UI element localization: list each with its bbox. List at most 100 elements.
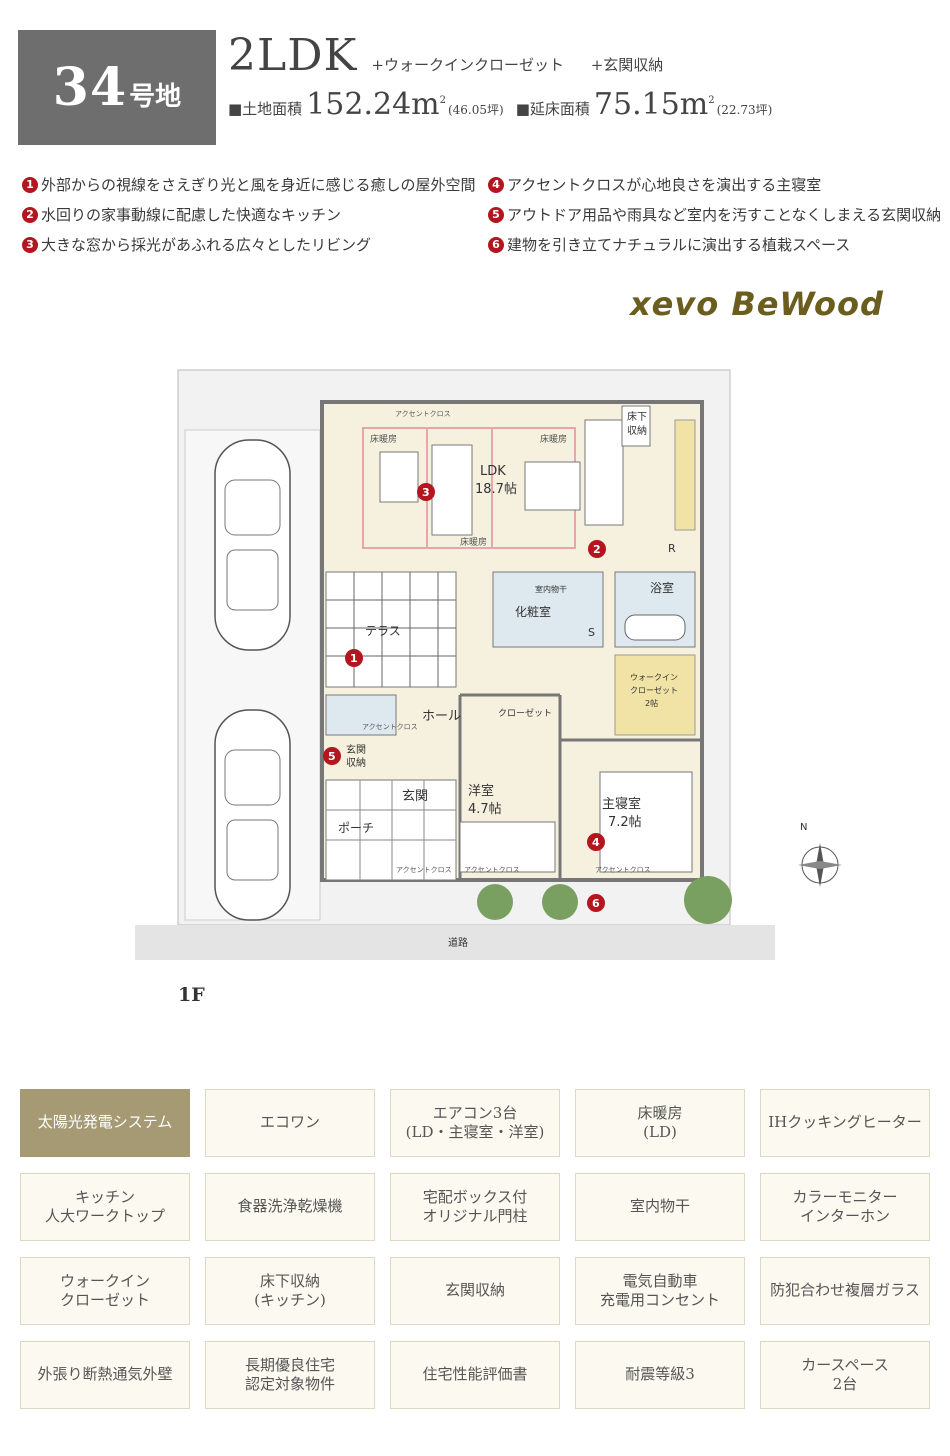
equipment-item: 食器洗浄乾燥機	[205, 1173, 375, 1241]
compass-icon	[798, 843, 842, 887]
label-north: N	[800, 822, 807, 833]
brand-logo: xevo BeWood	[630, 285, 884, 323]
equipment-item: 室内物干	[575, 1173, 745, 1241]
equipment-item: カースペース 2台	[760, 1341, 930, 1409]
equipment-item: エアコン3台 (LD・主寝室・洋室)	[390, 1089, 560, 1157]
label-floor-heating-2: 床暖房	[540, 433, 567, 445]
extra-wic: +ウォークインクローゼット	[371, 56, 564, 74]
label-vanity: 化粧室	[515, 604, 551, 619]
header-info: 2LDK +ウォークインクローゼット +玄関収納 ■土地面積 152.24m2 …	[228, 30, 928, 122]
lot-suffix: 号地	[129, 82, 182, 112]
label-s-mark: S	[588, 626, 595, 639]
road	[135, 925, 775, 960]
equipment-item: 床下収納 (キッチン)	[205, 1257, 375, 1325]
svg-text:5: 5	[328, 750, 336, 763]
equipment-item: 長期優良住宅 認定対象物件	[205, 1341, 375, 1409]
label-western-size: 4.7帖	[468, 802, 502, 817]
label-hall: ホール	[422, 709, 461, 724]
label-master: 主寝室	[602, 796, 641, 812]
car-icon	[214, 709, 291, 921]
label-wic: ウォークイン	[630, 673, 678, 682]
terrace-area	[325, 571, 457, 688]
label-floor-heating-3: 床暖房	[460, 536, 487, 548]
equipment-item: ウォークイン クローゼット	[20, 1257, 190, 1325]
label-bath: 浴室	[650, 580, 674, 595]
equipment-item: 耐震等級3	[575, 1341, 745, 1409]
feature-text: 外部からの視線をさえぎり光と風を身近に感じる癒しの屋外空間	[41, 176, 476, 194]
land-area-label: ■土地面積	[228, 100, 303, 118]
layout-extras: +ウォークインクローゼット +玄関収納	[371, 54, 685, 75]
label-western: 洋室	[468, 783, 494, 799]
label-accent-master: アクセントクロス	[595, 866, 651, 874]
label-ldk-size: 18.7帖	[475, 482, 517, 497]
equipment-item: エコワン	[205, 1089, 375, 1157]
label-closet: クローゼット	[498, 707, 552, 719]
feature-number-badge: 2	[22, 206, 38, 223]
plan-marker: 3	[417, 483, 435, 501]
label-accent-toilet: アクセントクロス	[362, 723, 418, 731]
equipment-item: 太陽光発電システム	[20, 1089, 190, 1157]
svg-text:2: 2	[593, 543, 601, 556]
feature-number-badge: 1	[22, 176, 38, 193]
land-area-tsubo: (46.05坪)	[447, 103, 504, 117]
label-road: 道路	[448, 936, 468, 949]
label-indoor-dry: 室内物干	[535, 584, 567, 594]
label-accent-entrance: アクセントクロス	[396, 866, 452, 874]
svg-text:6: 6	[592, 897, 600, 910]
svg-text:4: 4	[592, 836, 600, 849]
car-icon	[214, 439, 291, 651]
plan-marker: 4	[587, 833, 605, 851]
equipment-item: 宅配ボックス付 オリジナル門柱	[390, 1173, 560, 1241]
label-underfloor-2: 収納	[627, 424, 647, 437]
equipment-item: 防犯合わせ複層ガラス	[760, 1257, 930, 1325]
floor-label: 1F	[178, 984, 205, 1006]
svg-text:1: 1	[350, 652, 358, 665]
floor-area-value: 75.15m2	[593, 87, 715, 122]
equipment-item: 住宅性能評価書	[390, 1341, 560, 1409]
extra-entrance-storage: +玄関収納	[590, 56, 664, 74]
label-entrance: 玄関	[402, 789, 428, 804]
label-entrance-storage: 玄関	[346, 743, 366, 756]
label-wic-size: 2帖	[645, 698, 658, 708]
equipment-item: キッチン 人大ワークトップ	[20, 1173, 190, 1241]
land-area-value: 152.24m2	[306, 87, 446, 122]
lot-number-box: 34 号地	[18, 30, 216, 145]
feature-text: 建物を引き立てナチュラルに演出する植栽スペース	[507, 236, 851, 254]
label-ldk: LDK	[480, 464, 506, 479]
plan-marker: 5	[323, 747, 341, 765]
label-terrace: テラス	[365, 624, 401, 638]
equipment-item: カラーモニター インターホン	[760, 1173, 930, 1241]
feature-text: 水回りの家事動線に配慮した快適なキッチン	[41, 206, 342, 224]
floor-plan: LDK 18.7帖 床暖房 床暖房 床暖房 アクセントクロス 床下 収納 R 室…	[135, 369, 842, 960]
feature-text: アウトドア用品や雨具など室内を汚すことなくしまえる玄関収納	[507, 206, 942, 224]
floor-area-label: ■延床面積	[515, 100, 590, 118]
label-entrance-storage-2: 収納	[346, 756, 366, 769]
label-floor-heating-1: 床暖房	[370, 433, 397, 445]
layout-type: 2LDK	[228, 30, 358, 81]
label-accent-ldk: アクセントクロス	[395, 410, 451, 418]
feature-text: 大きな窓から採光があふれる広々としたリビング	[41, 236, 372, 254]
plan-marker: 6	[587, 894, 605, 912]
feature-number-badge: 3	[22, 236, 38, 253]
equipment-item: 床暖房 (LD)	[575, 1089, 745, 1157]
svg-text:3: 3	[422, 486, 430, 499]
plan-marker: 2	[588, 540, 606, 558]
equipment-item: 玄関収納	[390, 1257, 560, 1325]
equipment-grid: 太陽光発電システムエコワンエアコン3台 (LD・主寝室・洋室)床暖房 (LD)I…	[20, 1089, 930, 1409]
feature-number-badge: 5	[488, 206, 504, 223]
feature-number-badge: 4	[488, 176, 504, 193]
equipment-item: IHクッキングヒーター	[760, 1089, 930, 1157]
floor-area-tsubo: (22.73坪)	[716, 103, 773, 117]
label-wic-2: クローゼット	[630, 685, 678, 695]
plant-icon	[477, 876, 732, 924]
lot-number: 34	[52, 57, 128, 118]
label-r-mark: R	[668, 542, 676, 555]
equipment-item: 電気自動車 充電用コンセント	[575, 1257, 745, 1325]
